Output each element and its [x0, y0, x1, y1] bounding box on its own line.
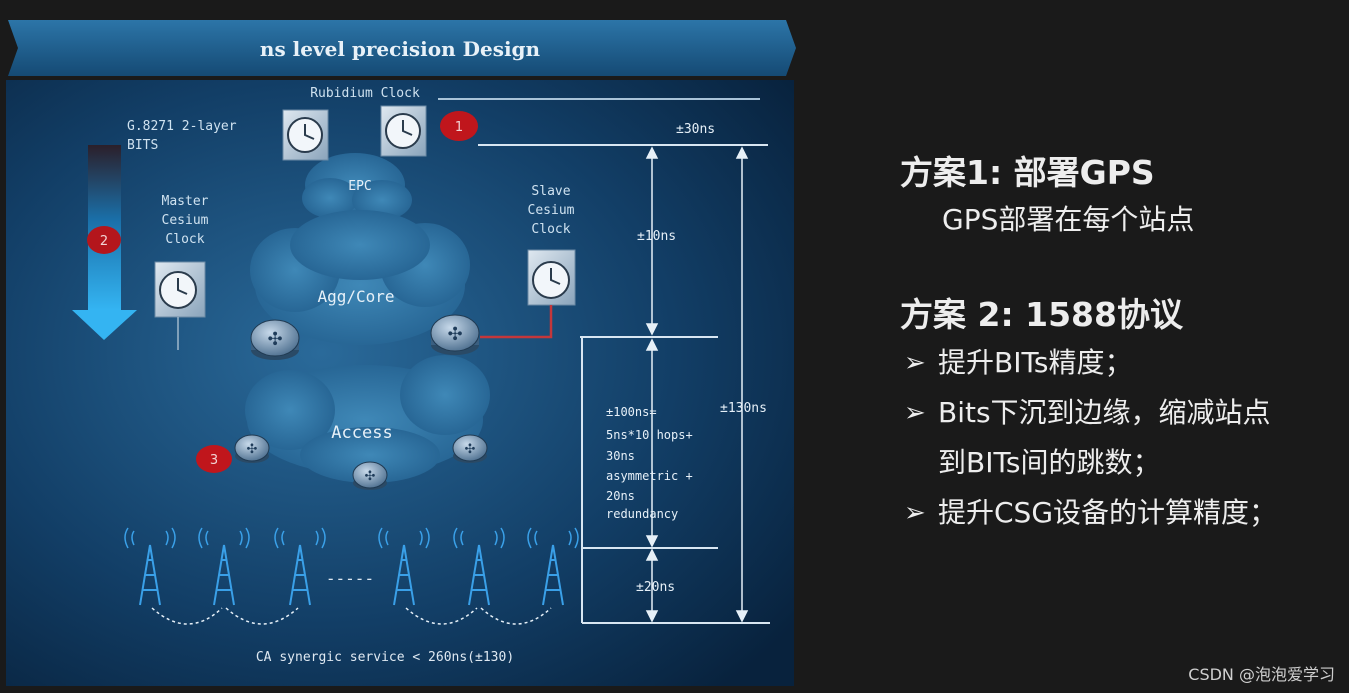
svg-text:1: 1	[455, 120, 463, 135]
svg-text:✣: ✣	[247, 442, 258, 457]
badge-3: 3	[196, 445, 232, 473]
router-access-right: ✣	[452, 434, 488, 463]
master-label-1: Master	[162, 194, 209, 209]
rubidium-label: Rubidium Clock	[310, 86, 420, 101]
bullet-1-text: 提升BITs精度；	[938, 346, 1133, 379]
towers	[124, 527, 579, 606]
rubidium-clock-2	[380, 105, 427, 157]
rubidium-clock-1	[282, 109, 329, 161]
bullet-arrow-icon: ➢	[904, 498, 926, 528]
label-100ns-block: ±100ns= 5ns*10 hops+ 30ns asymmetric + 2…	[606, 405, 693, 521]
scheme1-title: 方案1: 部署GPS	[900, 153, 1155, 192]
bullet-3: ➢ 提升CSG设备的计算精度；	[900, 488, 1340, 538]
access-cloud	[245, 355, 490, 483]
svg-text:±100ns=: ±100ns=	[606, 405, 657, 419]
slave-label-2: Cesium	[528, 203, 575, 218]
slave-cesium-clock	[527, 249, 576, 306]
bits-label: BITS	[127, 138, 158, 153]
bullet-arrow-icon: ➢	[904, 398, 926, 428]
bullet-2: ➢ Bits下沉到边缘，缩减站点	[900, 388, 1340, 438]
svg-text:✣: ✣	[447, 324, 462, 345]
synergy-arcs	[151, 607, 552, 625]
slave-connection-line	[480, 305, 553, 339]
router-access-bottom: ✣	[352, 461, 388, 490]
arrow-100ns	[645, 338, 659, 548]
svg-text:5ns*10 hops+: 5ns*10 hops+	[606, 428, 693, 442]
master-label-2: Cesium	[162, 213, 209, 228]
router-access-left: ✣	[234, 434, 270, 463]
title-banner	[8, 20, 796, 76]
badge-2: 2	[87, 226, 121, 254]
epc-label: EPC	[348, 179, 371, 194]
arrow-130ns	[735, 146, 749, 623]
badge-1: 1	[440, 111, 478, 141]
agg-core-label: Agg/Core	[317, 287, 394, 306]
master-label-3: Clock	[165, 232, 204, 247]
access-label: Access	[331, 423, 392, 443]
svg-text:asymmetric +: asymmetric +	[606, 469, 693, 483]
scheme2-title: 方案 2: 1588协议	[900, 295, 1183, 334]
arrow-10ns	[645, 146, 659, 336]
tower-icon-6	[527, 527, 579, 606]
label-30ns: ±30ns	[676, 122, 715, 137]
tower-icon-3	[274, 527, 326, 606]
slave-label-3: Clock	[531, 222, 570, 237]
scheme-panel: 方案1: 部署GPS GPS部署在每个站点 方案 2: 1588协议 ➢ 提升B…	[900, 150, 1340, 538]
svg-text:redundancy: redundancy	[606, 507, 678, 521]
router-agg-left: ✣	[250, 319, 300, 360]
tower-icon-1	[124, 527, 176, 606]
bullet-3-text: 提升CSG设备的计算精度；	[938, 496, 1278, 529]
g8271-label: G.8271 2-layer	[127, 119, 237, 134]
agg-core-cloud	[250, 210, 470, 345]
tower-icon-5	[453, 527, 505, 606]
footer-text: CA synergic service < 260ns(±130)	[256, 650, 514, 665]
bullet-2-text: Bits下沉到边缘，缩减站点	[938, 396, 1271, 429]
svg-text:30ns: 30ns	[606, 449, 635, 463]
epc-cloud	[302, 153, 412, 220]
label-20ns: ±20ns	[636, 580, 675, 595]
svg-text:20ns: 20ns	[606, 489, 635, 503]
label-130ns: ±130ns	[720, 401, 767, 416]
tower-icon-2	[198, 527, 250, 606]
tower-icon-4	[378, 527, 430, 606]
master-cesium-clock	[154, 261, 206, 350]
diagram-title: ns level precision Design	[260, 37, 541, 61]
svg-text:2: 2	[100, 234, 108, 249]
label-10ns: ±10ns	[637, 229, 676, 244]
tower-dashes: -----	[326, 569, 374, 588]
bullet-1: ➢ 提升BITs精度；	[900, 338, 1340, 388]
bullet-arrow-icon: ➢	[904, 348, 926, 378]
slave-label-1: Slave	[531, 184, 570, 199]
bullet-2-continuation: 到BITs间的跳数；	[938, 446, 1161, 479]
router-agg-right: ✣	[430, 314, 480, 355]
watermark: CSDN @泡泡爱学习	[1188, 665, 1335, 684]
network-timing-diagram: ns level precision Design G.8271 2-layer…	[6, 20, 796, 686]
scheme2-block: 方案 2: 1588协议 ➢ 提升BITs精度； ➢ Bits下沉到边缘，缩减站…	[900, 292, 1340, 538]
arrow-20ns	[645, 548, 659, 623]
svg-text:✣: ✣	[267, 329, 282, 350]
svg-text:✣: ✣	[365, 469, 376, 484]
svg-text:3: 3	[210, 453, 218, 468]
svg-text:✣: ✣	[465, 442, 476, 457]
scheme1-desc: GPS部署在每个站点	[942, 203, 1195, 236]
